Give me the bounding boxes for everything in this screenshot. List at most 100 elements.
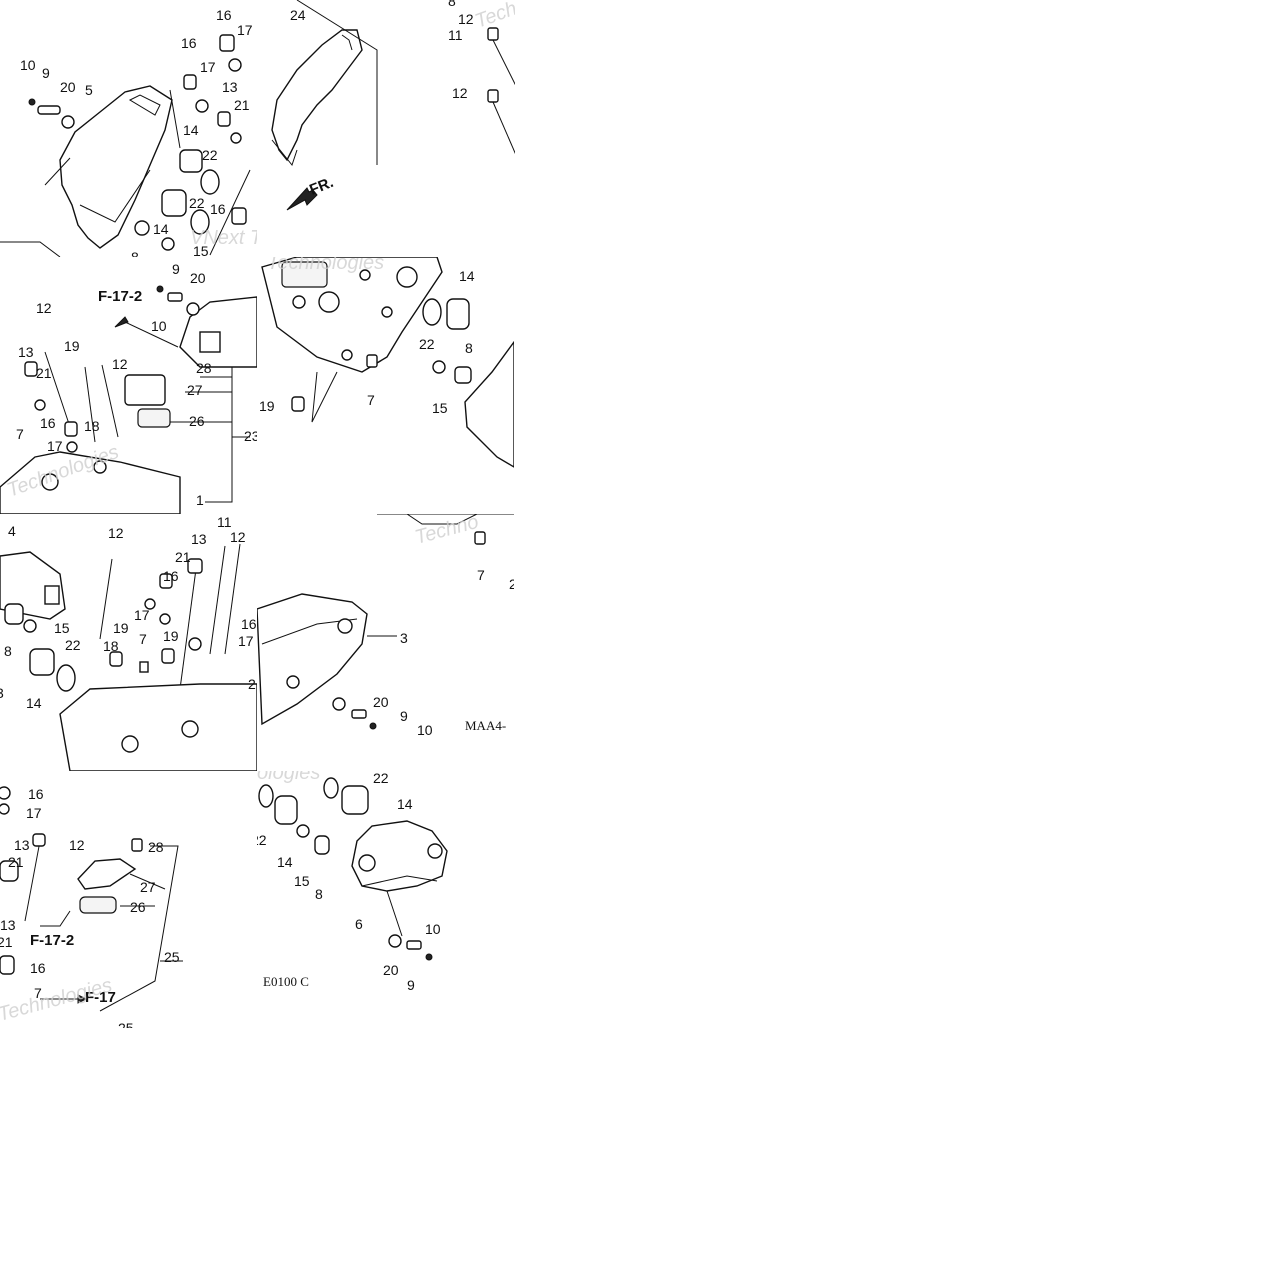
part-callout-label: F-17-2 <box>30 932 74 949</box>
part-callout-label: 17 <box>237 22 253 38</box>
part-callout-label: 12 <box>69 837 85 853</box>
part-callout-label: 17 <box>26 805 42 821</box>
part-callout-label: 8 <box>131 249 139 257</box>
part-callout-label: 11 <box>217 514 232 530</box>
part-callout-label: 22 <box>189 195 205 211</box>
part-callout-label: 15 <box>432 400 448 416</box>
part-callout-label: 10 <box>425 921 441 937</box>
part-callout-label: 7 <box>34 985 42 1001</box>
part-callout-label: 9 <box>42 65 50 81</box>
panel-fasteners: 16 17 13 12 28 21 27 26 13 21 F-17-2 16 … <box>0 771 257 1028</box>
part-callout-label: 14 <box>277 854 293 870</box>
part-callout-label: 15 <box>193 243 209 257</box>
part-callout-label: 27 <box>140 879 156 895</box>
part-callout-label: Technologies <box>0 974 114 1026</box>
part-callout-label: F-17-2 <box>98 288 142 305</box>
part-callout-label: 7 <box>139 631 147 647</box>
part-callout-label: 16 <box>216 7 232 23</box>
part-callout-label: 19 <box>113 620 129 636</box>
part-callout-label: 15 <box>54 620 70 636</box>
part-callout-label: 17 <box>47 438 63 454</box>
part-callout-label: FR. <box>307 174 336 199</box>
part-callout-label: 2 <box>509 576 514 592</box>
part-callout-label: Techno <box>413 514 481 549</box>
part-callout-label: 12 <box>108 525 124 541</box>
part-callout-label: 8 <box>4 643 12 659</box>
part-callout-label: 10 <box>151 318 167 334</box>
part-callout-label: 16 <box>210 201 226 217</box>
part-callout-label: 22 <box>202 147 218 163</box>
part-callout-label: 15 <box>294 873 310 889</box>
part-callout-label: 9 <box>407 977 415 993</box>
part-callout-label: 25 <box>164 949 180 965</box>
part-callout-label: 16 <box>181 35 197 51</box>
part-callout-label: 10 <box>417 722 433 738</box>
part-callout-label: 19 <box>163 628 179 644</box>
part-callout-label: 26 <box>189 413 205 429</box>
part-callout-label: 12 <box>36 300 52 316</box>
part-callout-label: 26 <box>130 899 146 915</box>
part-callout-label: 19 <box>259 398 275 414</box>
part-callout-label: 13 <box>18 344 34 360</box>
part-callout-label: 16 <box>241 616 257 632</box>
panel-cylinder-head: 14 22 8 19 15 7 Technologies <box>257 257 514 514</box>
part-callout-label: 10 <box>20 57 36 73</box>
part-callout-label: 21 <box>175 549 191 565</box>
part-callout-label: 28 <box>148 839 164 855</box>
part-callout-label: 14 <box>153 221 169 237</box>
part-callout-label: 13 <box>14 837 30 853</box>
part-callout-label: 3 <box>400 630 408 646</box>
part-callout-label: 14 <box>397 796 413 812</box>
part-callout-label: 2 <box>248 676 256 692</box>
part-callout-label: Technologies <box>267 257 384 274</box>
part-callout-label: 21 <box>36 365 52 381</box>
part-callout-label: 12 <box>230 529 246 545</box>
part-callout-label: 16 <box>40 415 56 431</box>
part-callout-label: 14 <box>26 695 42 711</box>
part-callout-label: ologies <box>257 771 320 784</box>
part-callout-label: 19 <box>64 338 80 354</box>
part-callout-label: 12 <box>458 11 474 27</box>
part-callout-label: E0100 C <box>263 974 309 989</box>
part-callout-label: 20 <box>60 79 76 95</box>
part-callout-label: 22 <box>65 637 81 653</box>
part-callout-label: 6 <box>355 916 363 932</box>
part-callout-label: 16 <box>163 568 179 584</box>
part-callout-label: 3 <box>0 685 4 701</box>
part-callout-label: 14 <box>459 268 475 284</box>
part-callout-label: 18 <box>84 418 100 434</box>
part-callout-label: 16 <box>28 786 44 802</box>
part-callout-label: 8 <box>315 886 323 902</box>
part-callout-label: 20 <box>383 962 399 978</box>
part-callout-label: 20 <box>373 694 389 710</box>
part-callout-label: 20 <box>190 270 206 286</box>
part-callout-label: 9 <box>400 708 408 724</box>
part-callout-label: 11 <box>448 27 463 43</box>
part-callout-label: 21 <box>234 97 250 113</box>
part-callout-label: 7 <box>477 567 485 583</box>
part-callout-label: 13 <box>222 79 238 95</box>
part-callout-label: 24 <box>290 7 306 23</box>
panel-head-assembly: 4 12 13 11 12 21 16 17 19 7 15 19 8 22 1… <box>0 514 257 771</box>
part-callout-label: 7 <box>16 426 24 442</box>
part-callout-label: 4 <box>8 523 16 539</box>
part-callout-label: 16 <box>30 960 46 976</box>
part-callout-label: 8 <box>448 0 456 9</box>
part-callout-label: 23 <box>244 428 257 444</box>
part-callout-label: 13 <box>0 917 16 933</box>
part-callout-label: 27 <box>187 382 203 398</box>
part-callout-label: 12 <box>112 356 128 372</box>
part-callout-label: 7 <box>367 392 375 408</box>
panel-cover-6: 22 22 14 15 8 14 10 6 20 9 E0100 C ologi… <box>257 771 514 1028</box>
part-callout-label: 21 <box>0 934 13 950</box>
part-callout-label: 8 <box>465 340 473 356</box>
part-callout-label: 1 <box>196 492 204 508</box>
part-callout-label: 14 <box>183 122 199 138</box>
part-callout-label: 13 <box>191 531 207 547</box>
part-callout-label: F-17 <box>85 989 116 1006</box>
part-callout-label: 25 <box>118 1020 134 1028</box>
panel-cover-5: 16 17 16 17 10 9 20 5 13 21 14 22 22 16 … <box>0 0 257 257</box>
part-callout-label: MAA4- <box>465 718 506 733</box>
part-callout-label: 12 <box>452 85 468 101</box>
part-callout-label: 22 <box>257 832 267 848</box>
